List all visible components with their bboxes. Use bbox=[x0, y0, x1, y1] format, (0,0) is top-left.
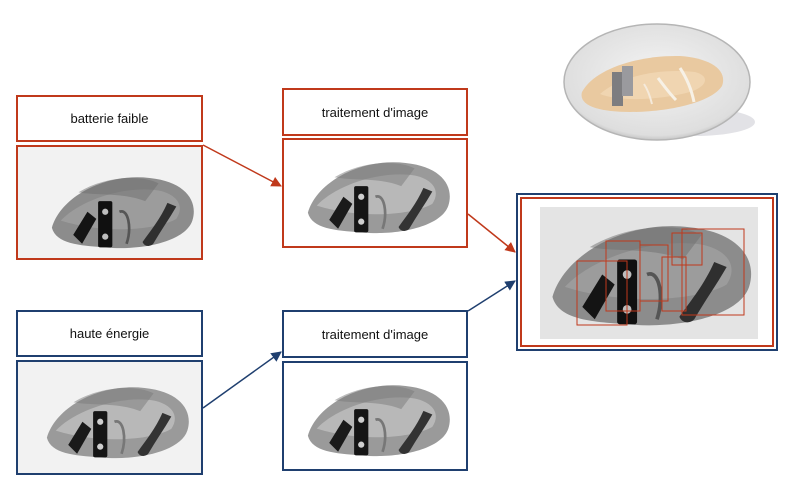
processing-top-image-box bbox=[282, 138, 468, 248]
result-box bbox=[516, 193, 778, 351]
processing-bottom-label-box: traitement d'image bbox=[282, 310, 468, 358]
high-energy-label: haute énergie bbox=[69, 326, 150, 341]
xray-scan-image-icon bbox=[18, 147, 201, 258]
processing-top-label-box: traitement d'image bbox=[282, 88, 468, 136]
arrow-processing-to-result-blue bbox=[467, 280, 516, 312]
arrow-low-to-processing bbox=[202, 144, 282, 187]
xray-scan-image-icon bbox=[284, 363, 466, 469]
low-energy-label-box: batterie faible bbox=[16, 95, 203, 142]
processing-bottom-image-box bbox=[282, 361, 468, 471]
arrow-processing-to-result-red bbox=[467, 213, 516, 253]
low-energy-label: batterie faible bbox=[70, 111, 149, 126]
low-energy-xray-box bbox=[16, 145, 203, 260]
chicken-breast-photo-icon bbox=[563, 23, 755, 141]
processing-bottom-label: traitement d'image bbox=[321, 326, 429, 342]
xray-scan-image-icon bbox=[18, 362, 201, 473]
high-energy-xray-box bbox=[16, 360, 203, 475]
arrow-high-to-processing bbox=[202, 351, 282, 409]
detected-contaminants-image-icon bbox=[540, 207, 758, 339]
processing-top-label: traitement d'image bbox=[321, 104, 429, 120]
xray-scan-image-icon bbox=[284, 140, 466, 246]
high-energy-label-box: haute énergie bbox=[16, 310, 203, 357]
sample-photo bbox=[560, 20, 760, 145]
